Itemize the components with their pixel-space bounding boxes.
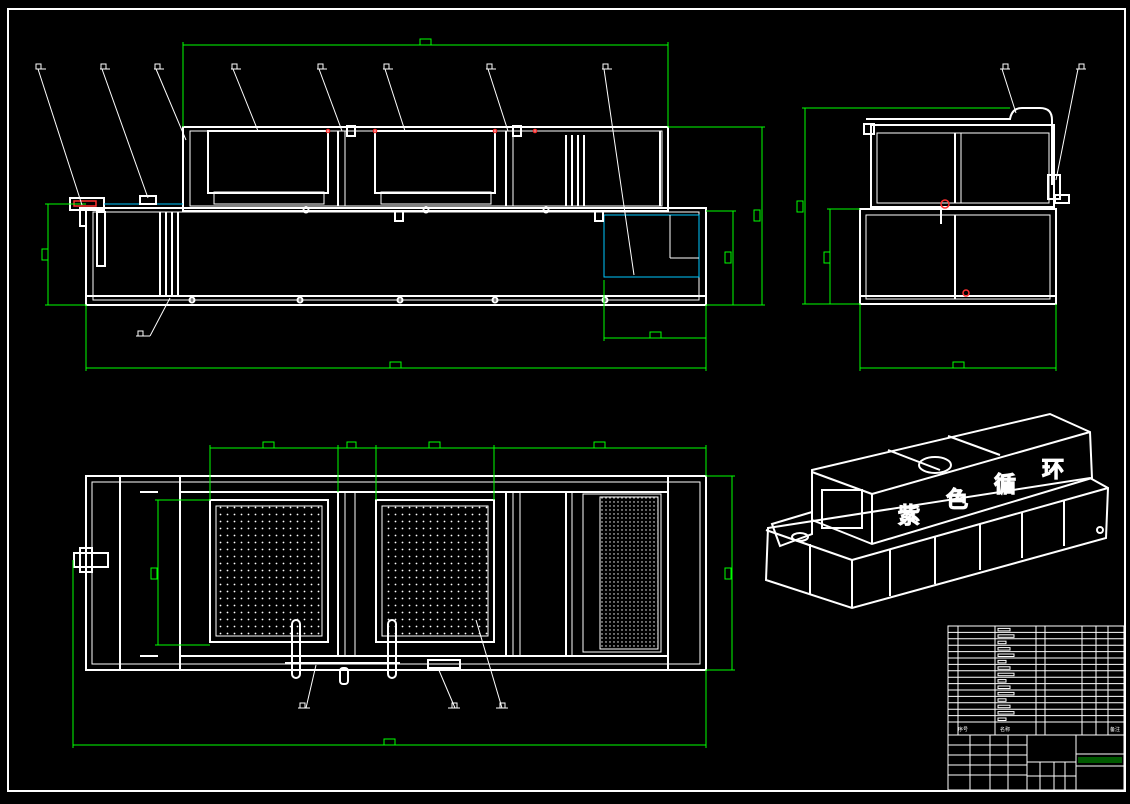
title-block-row-mark [997, 640, 1007, 645]
title-block-row-mark [997, 653, 1015, 657]
title-block-row-mark [997, 634, 1015, 638]
panel-char-4: 环 [1042, 458, 1064, 483]
title-block-row-mark [997, 672, 1015, 677]
drawing-border [7, 8, 1126, 792]
front-view-dimensions [35, 38, 765, 371]
title-block-header-right: 备注 [1110, 726, 1120, 733]
panel-char-2: 色 [946, 487, 968, 513]
title-block-header-left: 序号 [958, 726, 968, 733]
panel-char-1: 紫 [898, 503, 920, 529]
title-block: 序号 名称 备注 [947, 625, 1125, 791]
top-view-dimensions [72, 441, 735, 748]
title-block-row-mark [997, 659, 1007, 664]
isometric-view: 紫 色 循 环 [764, 412, 1110, 610]
panel-char-3: 循 [994, 472, 1016, 498]
title-block-row-mark [997, 627, 1011, 632]
title-block-row-mark [997, 698, 1007, 702]
title-block-header-mid: 名称 [1000, 726, 1010, 733]
top-view [73, 475, 707, 685]
title-block-row-mark [997, 647, 1011, 651]
title-block-row-mark [997, 711, 1015, 715]
title-block-row-mark [997, 685, 1011, 689]
side-view-dimensions [796, 63, 1086, 371]
title-block-row-mark [997, 679, 1007, 683]
title-block-row-mark [997, 704, 1011, 709]
title-block-row-mark [997, 717, 1007, 721]
front-view [69, 125, 707, 306]
side-view [859, 107, 1070, 305]
title-block-row-mark [997, 691, 1015, 696]
title-block-row-mark [997, 666, 1011, 670]
